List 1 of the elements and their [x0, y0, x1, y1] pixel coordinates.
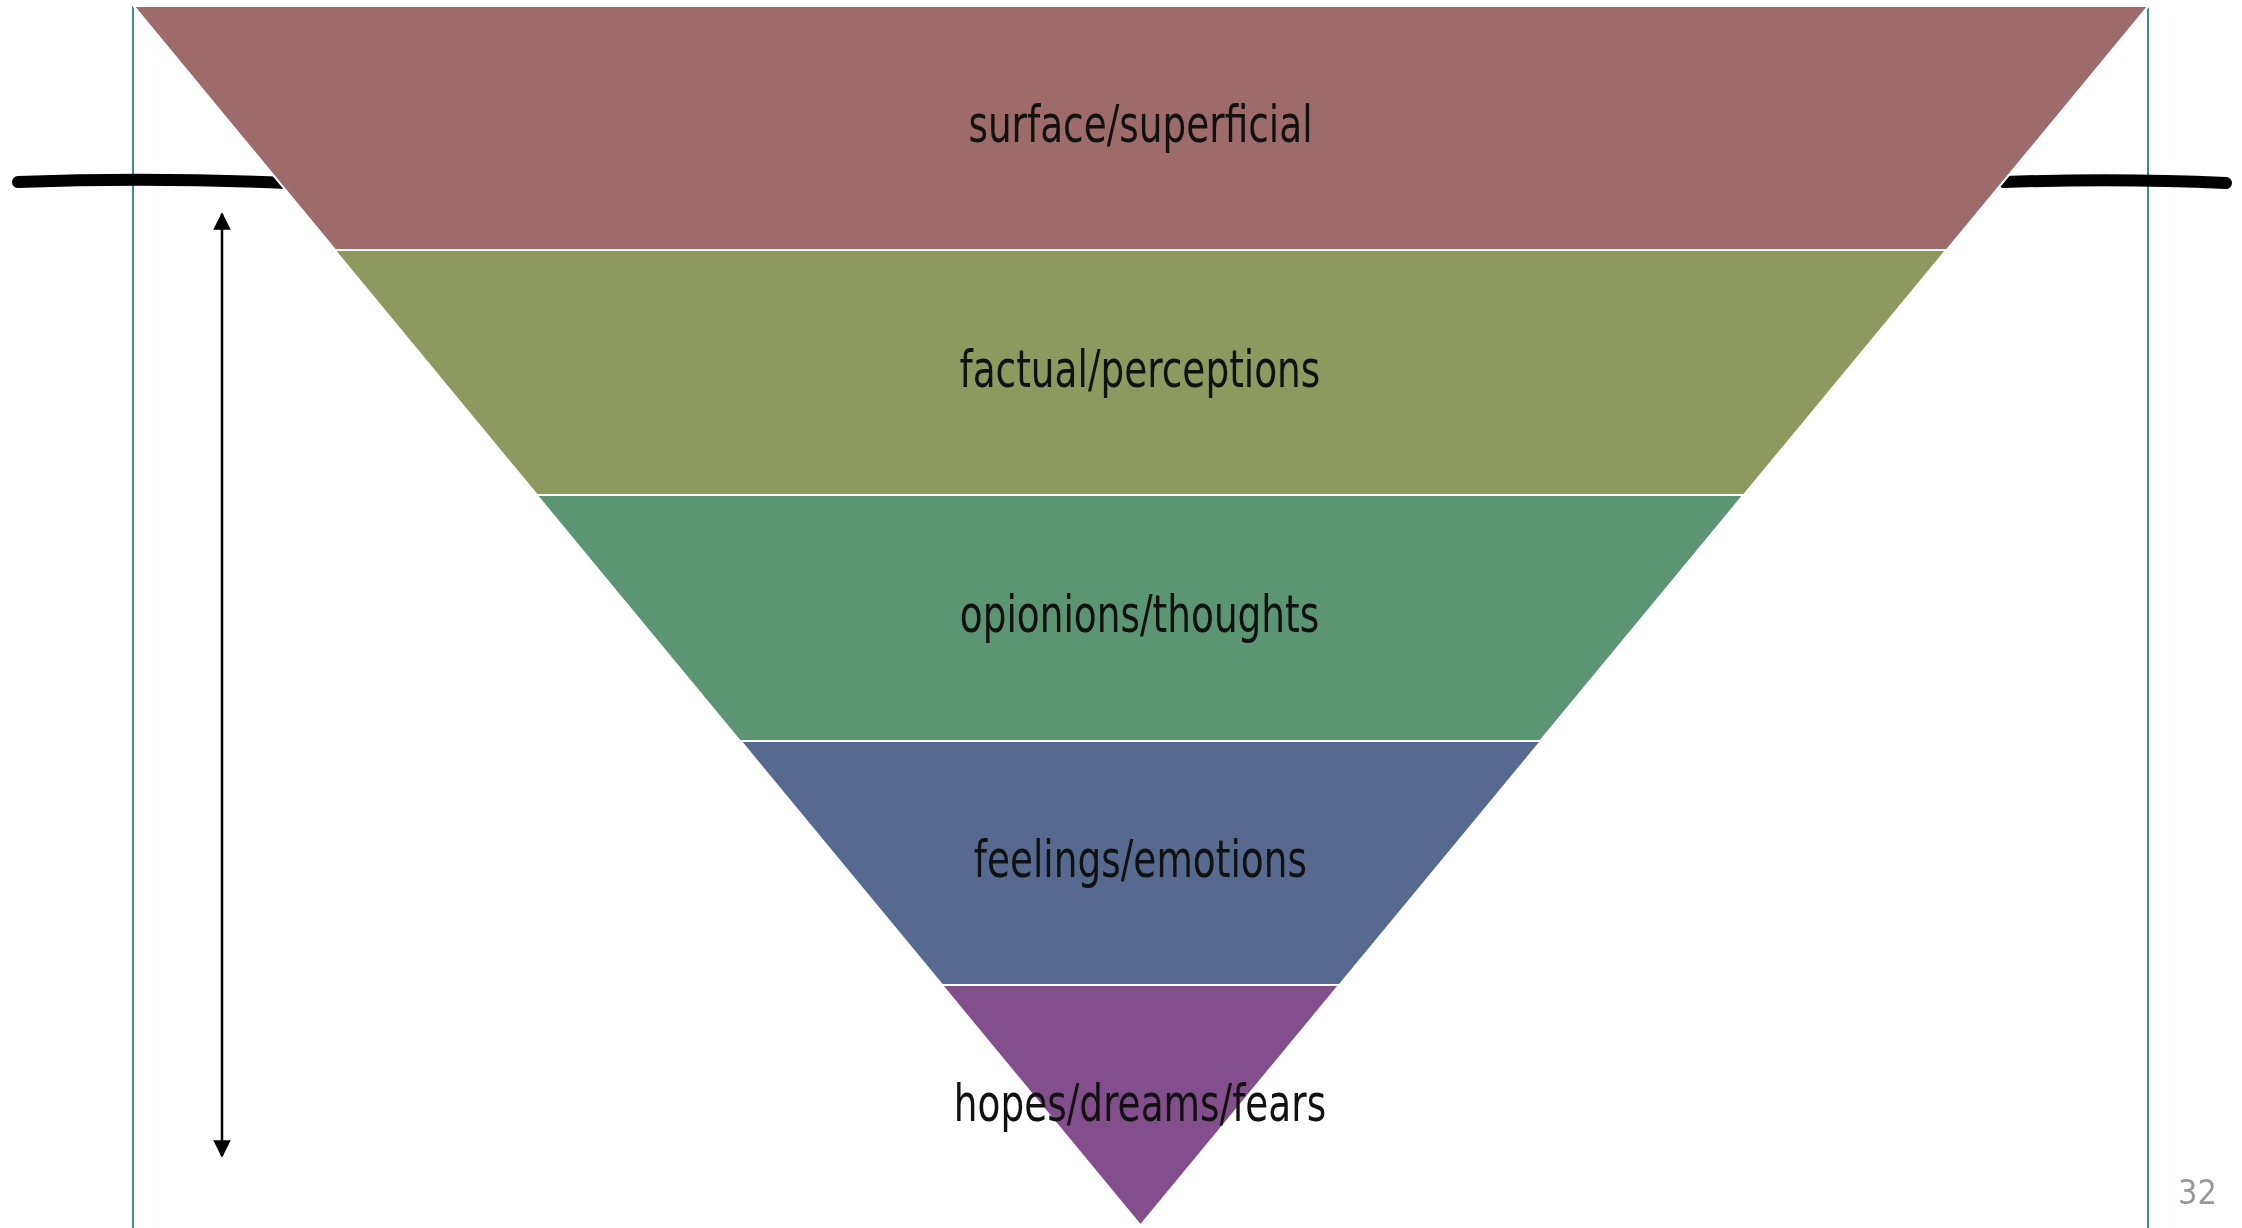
- page-number: 32: [2178, 1172, 2217, 1212]
